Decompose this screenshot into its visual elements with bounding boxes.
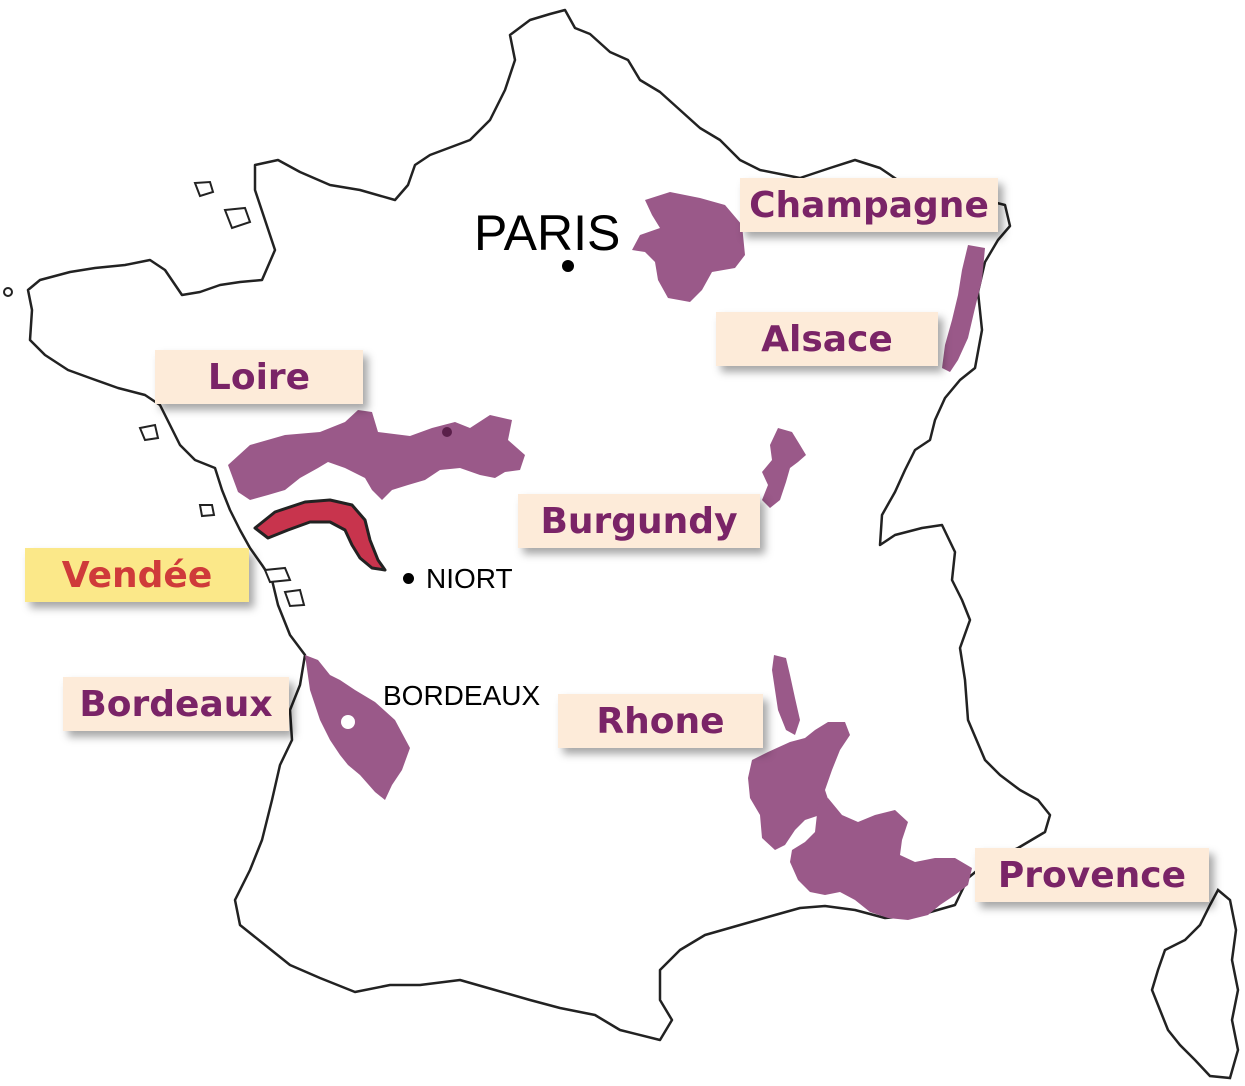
bordeaux-region-label: Bordeaux [63, 677, 289, 731]
rhone-region-north [772, 655, 800, 735]
provence-region [790, 798, 972, 920]
alsace-region [942, 245, 985, 372]
island-7 [3, 287, 13, 297]
bordeaux-region [305, 655, 410, 800]
rhone-region-south [748, 722, 850, 850]
island-1 [193, 180, 215, 198]
champagne-region [632, 192, 745, 302]
vendee-label: Vendée [25, 548, 249, 602]
corsica-outline [1150, 888, 1240, 1080]
burgundy-label: Burgundy [518, 494, 760, 548]
paris-dot [562, 260, 574, 272]
vendee-region [253, 498, 387, 572]
alsace-label: Alsace [716, 312, 938, 366]
bordeaux-label: BORDEAUX [383, 680, 541, 711]
bordeaux-city-dot [341, 715, 355, 729]
island-4 [198, 504, 216, 518]
niort-label: NIORT [426, 563, 513, 594]
loire-label: Loire [155, 350, 363, 404]
paris-label: PARIS [474, 205, 621, 261]
loire-city-dot [442, 427, 452, 437]
burgundy-region [762, 428, 806, 508]
island-5 [263, 566, 292, 584]
island-2 [223, 206, 252, 230]
island-6 [283, 588, 306, 608]
niort-dot [403, 573, 414, 584]
island-3 [138, 423, 160, 442]
provence-label: Provence [975, 848, 1209, 902]
rhone-label: Rhone [558, 694, 763, 748]
champagne-label: Champagne [740, 178, 998, 232]
